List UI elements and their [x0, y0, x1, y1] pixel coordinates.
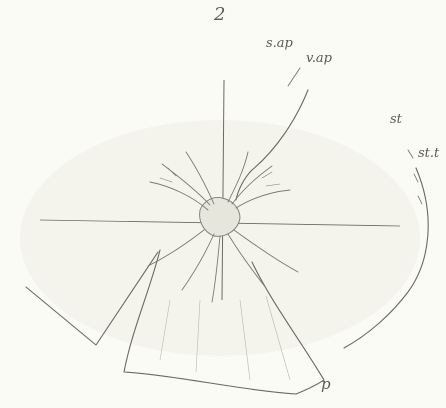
label-st: st — [390, 113, 402, 126]
label-vap: v.ap — [306, 52, 332, 65]
label-sap: s.ap — [266, 37, 293, 50]
figure-number: 2 — [214, 6, 225, 24]
label-p: p — [321, 377, 331, 392]
sap-line — [288, 68, 300, 86]
label-stt: st.t — [418, 147, 439, 160]
